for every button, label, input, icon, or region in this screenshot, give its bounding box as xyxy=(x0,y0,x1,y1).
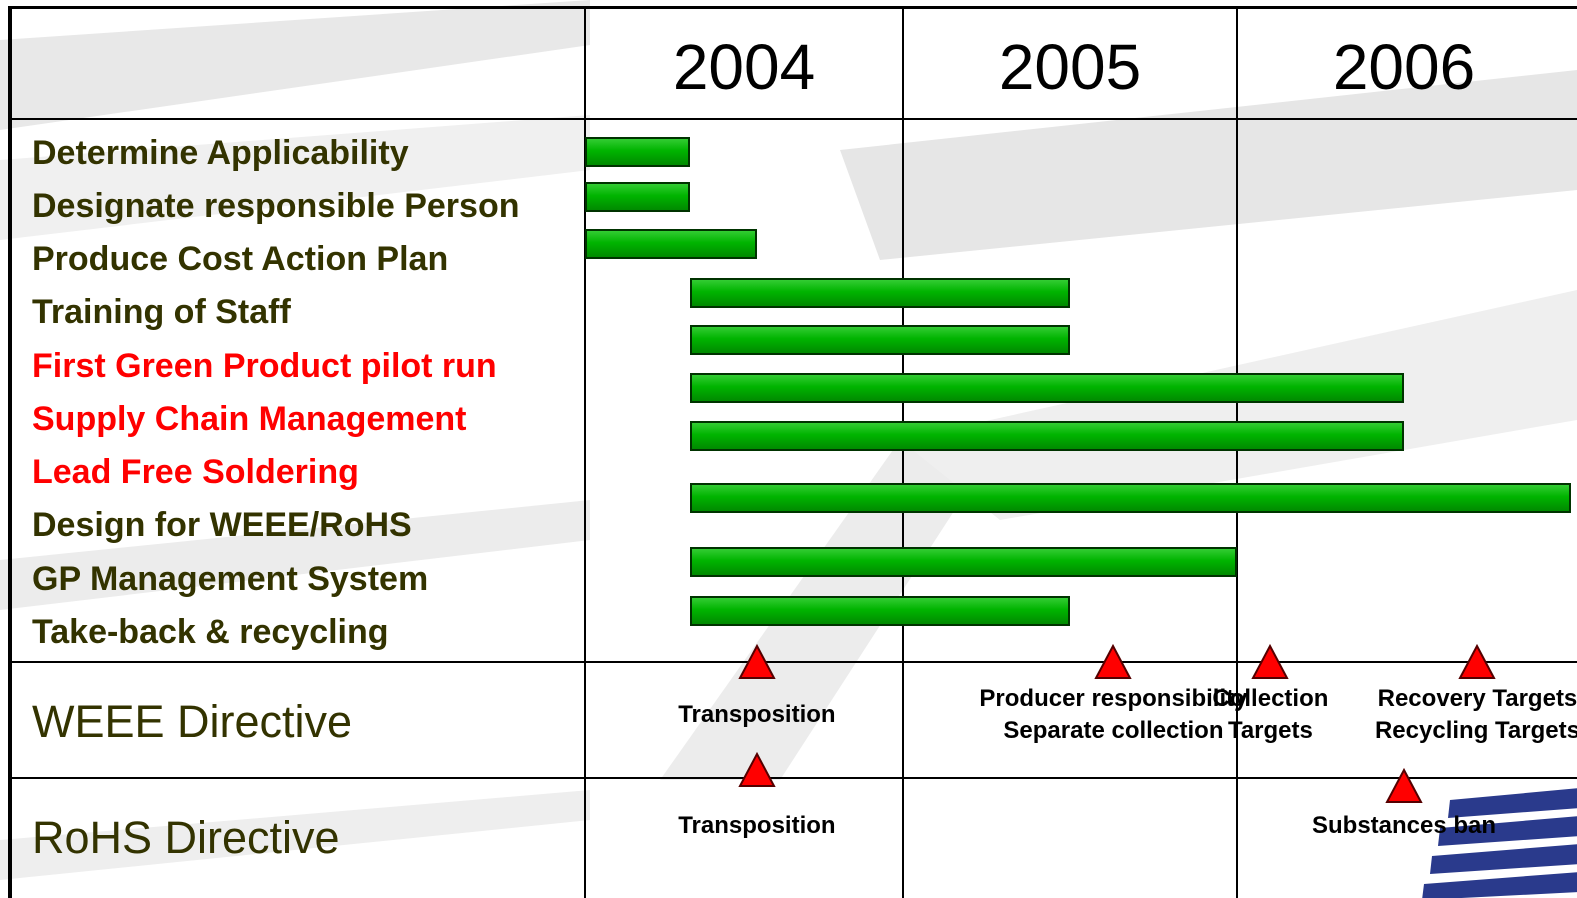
task-bar xyxy=(689,596,1070,626)
milestone-triangle xyxy=(1458,644,1497,679)
task-label: Determine Applicability xyxy=(32,134,409,172)
task-label: Produce Cost Action Plan xyxy=(32,240,449,278)
milestone-triangle xyxy=(738,644,776,679)
milestone-label: Recovery Targets Recycling Targets xyxy=(1374,685,1577,744)
task-bar xyxy=(689,325,1070,355)
task-label: Design for WEEE/RoHS xyxy=(32,506,412,544)
grid-column-2005 xyxy=(902,6,904,898)
grid-directives-divider xyxy=(8,777,1577,779)
task-label: First Green Product pilot run xyxy=(32,347,497,385)
milestone-triangle xyxy=(1251,644,1290,679)
year-header-2005: 2005 xyxy=(998,31,1142,103)
directive-label-weee: WEEE Directive xyxy=(32,696,353,747)
task-label: GP Management System xyxy=(32,560,429,598)
year-header-2006: 2006 xyxy=(1332,31,1476,103)
milestone-label: Substances ban xyxy=(1312,812,1497,839)
task-bar xyxy=(689,483,1571,513)
grid-header-divider xyxy=(8,118,1577,120)
grid-tasks-divider xyxy=(8,661,1577,663)
company-logo-graphic xyxy=(1422,788,1577,898)
task-label: Lead Free Soldering xyxy=(32,453,359,491)
grid-column-2006 xyxy=(1236,6,1238,898)
task-label: Designate responsible Person xyxy=(32,187,520,225)
task-label: Training of Staff xyxy=(32,293,291,331)
year-header-2004: 2004 xyxy=(672,31,816,103)
grid-border-left xyxy=(8,6,12,898)
task-bar xyxy=(689,421,1404,451)
grid-column-2004 xyxy=(584,6,586,898)
task-bar xyxy=(585,137,690,167)
milestone-triangle xyxy=(1385,768,1423,803)
milestone-label: Transposition xyxy=(678,812,836,839)
task-bar xyxy=(689,278,1070,308)
milestone-triangle xyxy=(738,752,776,787)
grid-border-top xyxy=(8,6,1577,9)
task-bar xyxy=(585,229,757,259)
task-bar xyxy=(585,182,690,212)
milestone-label: Collection Targets xyxy=(1212,685,1329,744)
task-label: Supply Chain Management xyxy=(32,400,467,438)
milestone-label: Producer responsibility Separate collect… xyxy=(979,685,1248,744)
task-bar xyxy=(689,547,1237,577)
directive-label-rohs: RoHS Directive xyxy=(32,812,340,863)
milestone-label: Transposition xyxy=(678,701,836,728)
task-bar xyxy=(689,373,1404,403)
milestone-triangle xyxy=(1094,644,1133,679)
task-label: Take-back & recycling xyxy=(32,613,389,651)
